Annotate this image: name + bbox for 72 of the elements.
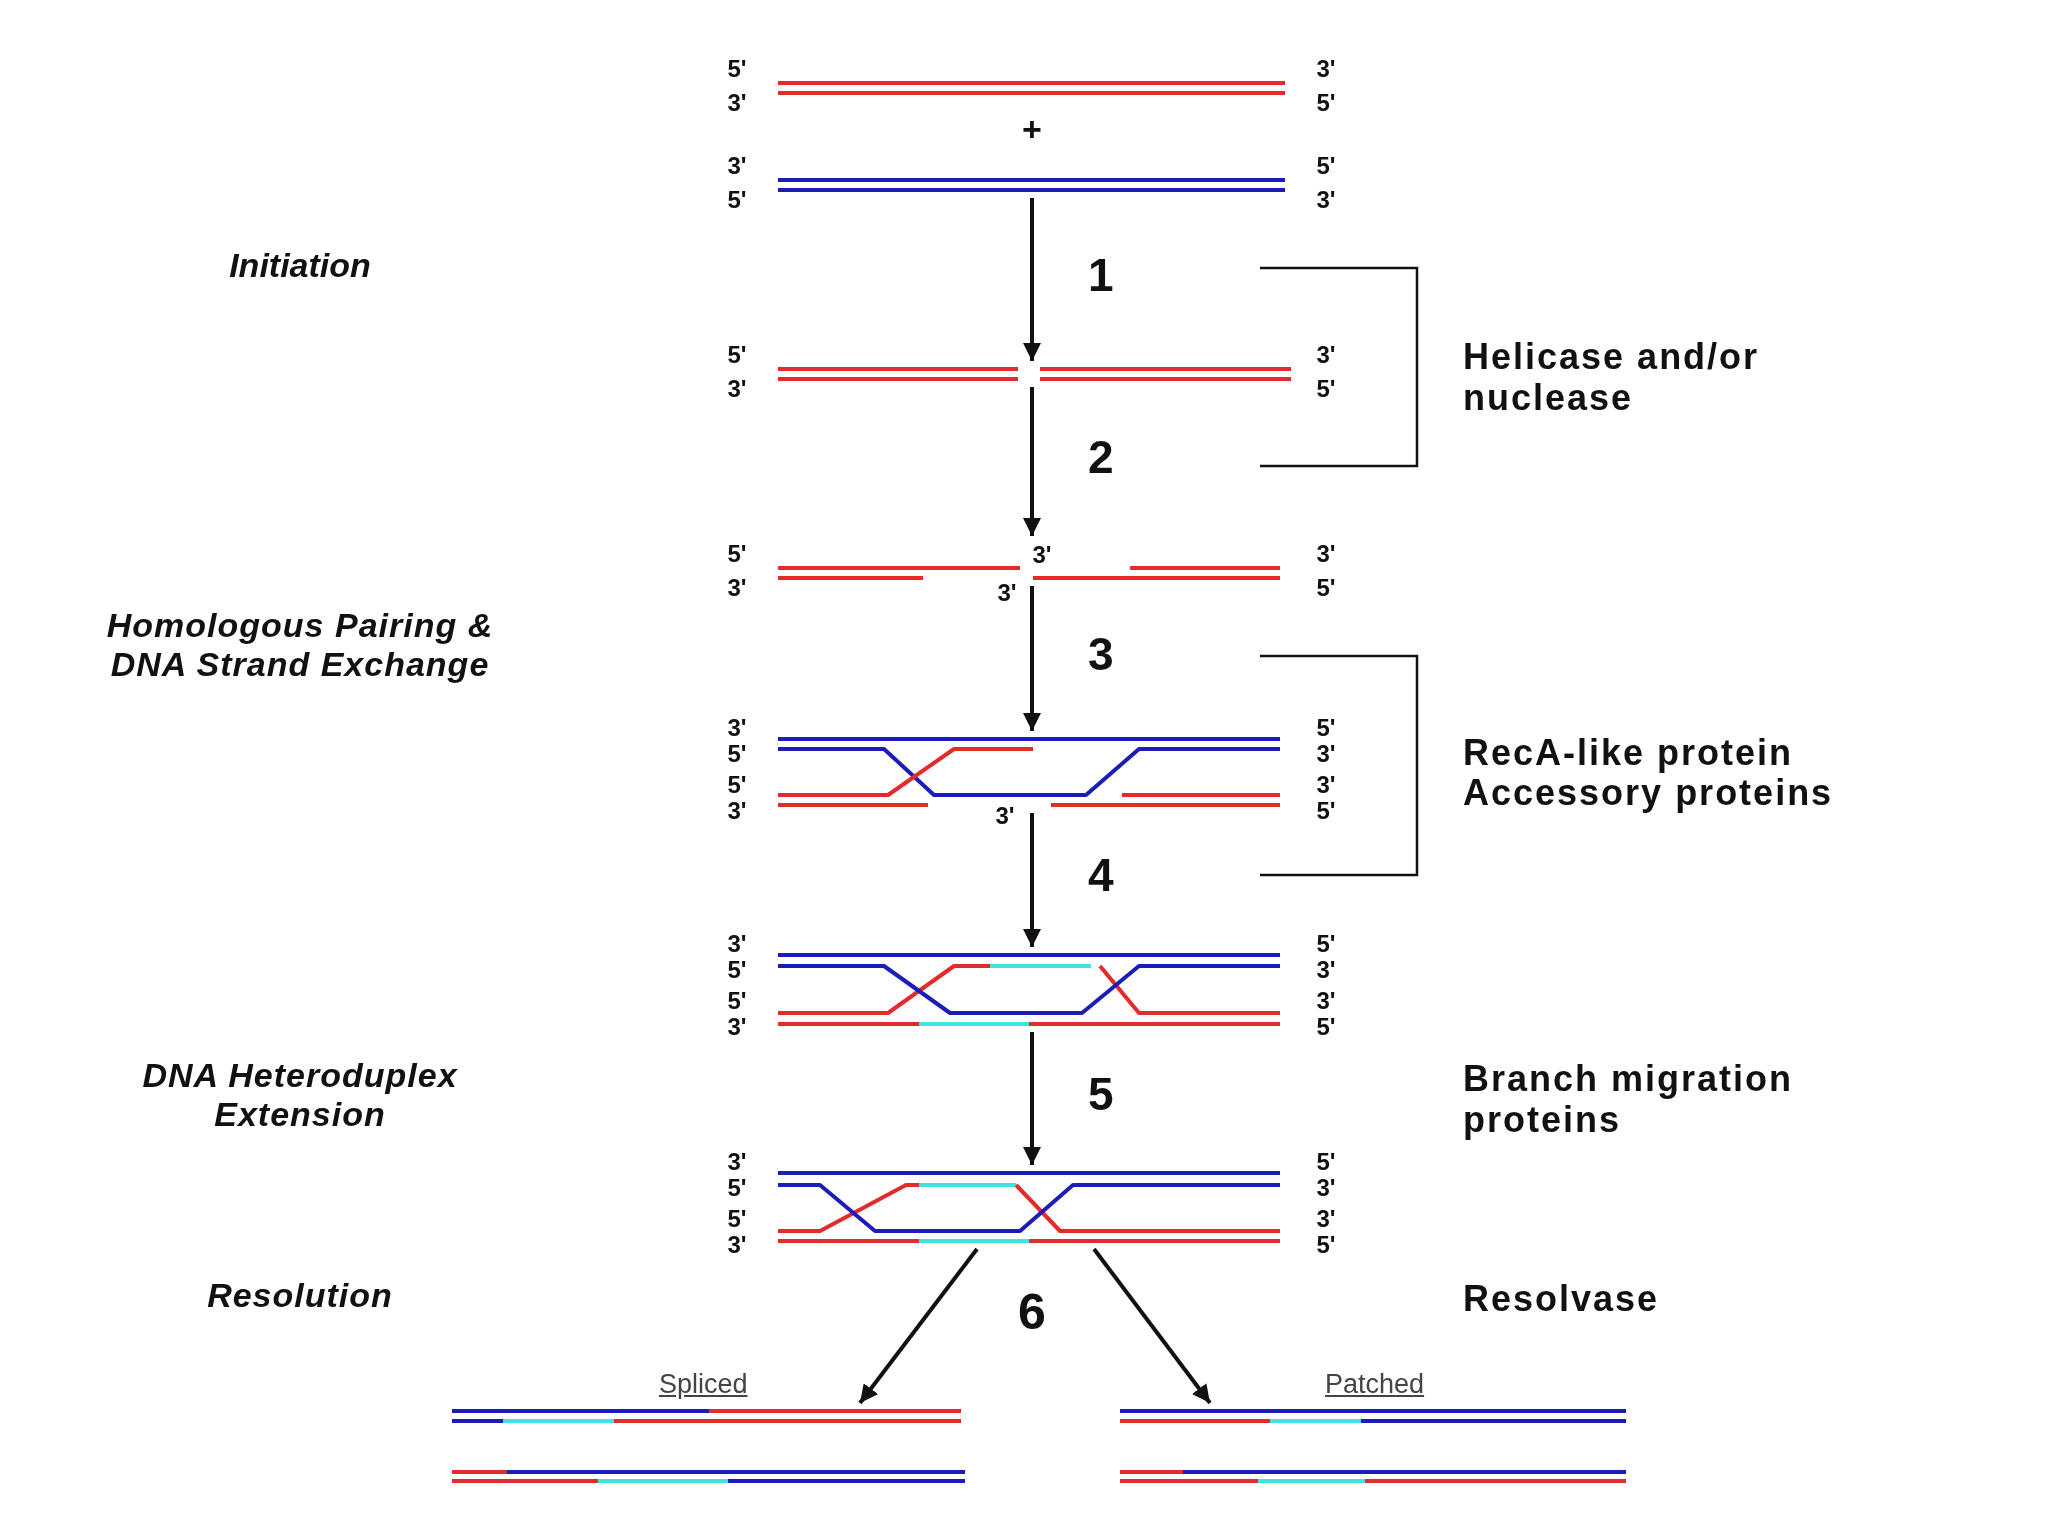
strand-end-label: 5' — [1315, 152, 1337, 180]
strand-end-label: 3' — [994, 802, 1016, 830]
arrow — [1023, 1032, 1041, 1165]
strand-end-label: 3' — [1315, 1205, 1337, 1233]
product-label: Patched — [1325, 1368, 1425, 1400]
strand-end-label: 5' — [1315, 574, 1337, 602]
strand-end-label: 5' — [1315, 375, 1337, 403]
strand-end-label: 3' — [1315, 956, 1337, 984]
enzyme-label: RecA-like protein — [1463, 732, 1794, 774]
dna-duplex-drawing — [778, 1173, 1280, 1241]
dna-duplex-drawing — [452, 1411, 965, 1481]
enzyme-label: Branch migration proteins — [1463, 1058, 1795, 1141]
strand-end-label: 3' — [726, 574, 748, 602]
strand-end-label: 5' — [1315, 930, 1337, 958]
strand-end-label: 5' — [726, 55, 748, 83]
strand-end-label: 3' — [1315, 1174, 1337, 1202]
strand-end-label: 3' — [1315, 540, 1337, 568]
arrow — [858, 1247, 979, 1405]
strand-end-label: 5' — [726, 540, 748, 568]
strand-end-label: 5' — [1315, 1231, 1337, 1259]
stage-label: Initiation — [228, 246, 372, 286]
strand-end-label: 3' — [1315, 740, 1337, 768]
strand-end-label: 3' — [726, 89, 748, 117]
strand-end-label: 3' — [726, 1013, 748, 1041]
strand-end-label: 3' — [1315, 987, 1337, 1015]
enzyme-label: Helicase and/or nuclease — [1463, 336, 1761, 419]
strand-end-label: 5' — [726, 186, 748, 214]
strand-end-label: 3' — [726, 152, 748, 180]
step-number: 6 — [1017, 1284, 1047, 1342]
strand-end-label: 5' — [1315, 797, 1337, 825]
dna-duplex-drawing — [1120, 1411, 1626, 1481]
strand-end-label: 5' — [726, 341, 748, 369]
strand-end-label: 5' — [726, 956, 748, 984]
strand-end-label: 5' — [726, 771, 748, 799]
strand-end-label: 3' — [1315, 55, 1337, 83]
strand-end-label: 5' — [726, 1205, 748, 1233]
strand-end-label: 3' — [1315, 341, 1337, 369]
dna-duplex-drawing — [778, 739, 1280, 805]
strand-end-label: 3' — [726, 1148, 748, 1176]
dna-duplex-drawing — [778, 180, 1285, 190]
enzyme-label: Accessory proteins — [1463, 772, 1834, 814]
strand-end-label: 3' — [726, 714, 748, 742]
strand-end-label: 3' — [726, 375, 748, 403]
strand-end-label: 5' — [1315, 714, 1337, 742]
strand-end-label: 3' — [1315, 771, 1337, 799]
strand-end-label: 3' — [1315, 186, 1337, 214]
strand-end-label: 3' — [726, 797, 748, 825]
strand-end-label: 5' — [1315, 1013, 1337, 1041]
arrow — [1023, 586, 1041, 731]
strand-end-label: 3' — [726, 930, 748, 958]
arrow — [1092, 1247, 1212, 1405]
plus-sign: + — [1021, 110, 1043, 150]
stage-label: Resolution — [206, 1276, 394, 1316]
arrow — [1023, 387, 1041, 536]
strand-end-label: 5' — [726, 1174, 748, 1202]
arrow — [1023, 813, 1041, 947]
strand-end-label: 3' — [1031, 541, 1053, 569]
stage-label: Homologous Pairing & DNA Strand Exchange — [105, 606, 495, 685]
dna-duplex-drawing — [778, 369, 1291, 379]
strand-end-label: 5' — [1315, 89, 1337, 117]
enzyme-label: Resolvase — [1463, 1278, 1660, 1320]
stage-label: DNA Heteroduplex Extension — [141, 1056, 459, 1135]
strand-end-label: 3' — [996, 579, 1018, 607]
strand-end-label: 3' — [726, 1231, 748, 1259]
dna-duplex-drawing — [778, 83, 1285, 93]
strand-end-label: 5' — [726, 987, 748, 1015]
dna-duplex-drawing — [778, 955, 1280, 1024]
strand-end-label: 5' — [726, 740, 748, 768]
dna-duplex-drawing — [778, 568, 1280, 578]
strand-end-label: 5' — [1315, 1148, 1337, 1176]
product-label: Spliced — [659, 1368, 748, 1400]
arrow — [1023, 198, 1041, 361]
